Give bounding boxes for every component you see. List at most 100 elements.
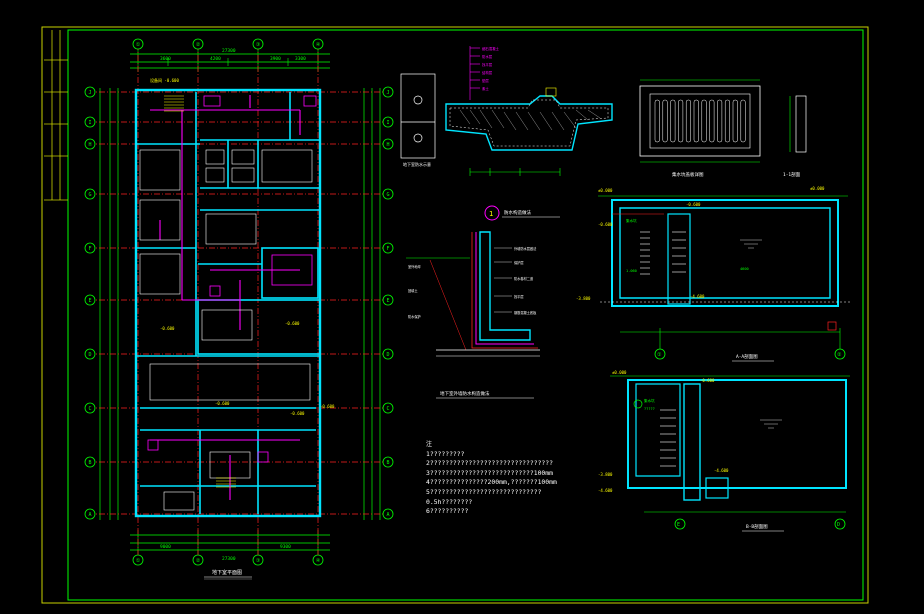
section-bottom: ±0.000-3.800 -4.600-4.600 -0.600 集水坑????… — [598, 370, 850, 532]
svg-text:4600: 4600 — [740, 267, 749, 271]
svg-text:钢筋混凝土底板: 钢筋混凝土底板 — [514, 310, 537, 315]
svg-text:-4.600: -4.600 — [714, 468, 729, 473]
svg-text:27300: 27300 — [222, 556, 236, 562]
binding-strip — [44, 30, 68, 201]
axis-left-b: B — [88, 460, 91, 466]
axis-bottom-4: ④ — [316, 558, 321, 564]
svg-text:-0.600: -0.600 — [700, 378, 715, 383]
svg-text:室外地坪: 室外地坪 — [408, 264, 422, 269]
svg-text:1.060: 1.060 — [626, 269, 637, 273]
section-top: ±0.000-0.600 -3.800-4.600 -0.600±0.000 集… — [576, 186, 850, 362]
grate-slot — [724, 99, 730, 143]
grate-slot — [670, 99, 676, 143]
axis-right-h: H — [386, 142, 389, 148]
grate-slot — [701, 99, 707, 143]
svg-text:-3.800: -3.800 — [576, 296, 591, 301]
svg-text:找平层: 找平层 — [514, 294, 524, 299]
grate-slot — [662, 99, 668, 143]
svg-text:①: ① — [657, 352, 662, 358]
svg-text:-0.600: -0.600 — [215, 401, 230, 406]
svg-text:±0.000: ±0.000 — [612, 370, 627, 375]
svg-text:集水坑: 集水坑 — [644, 398, 655, 403]
detail-1-title: 防水构造做法 — [504, 209, 531, 216]
grate-slot — [717, 99, 723, 143]
grate-slot — [693, 99, 699, 143]
svg-text:D: D — [837, 522, 840, 528]
svg-text:细石混凝土: 细石混凝土 — [482, 46, 500, 51]
axis-top-3: ③ — [256, 42, 261, 48]
note-line-2: 2???????????????????????????????? — [426, 459, 553, 468]
svg-text:-4.600: -4.600 — [690, 294, 705, 299]
axis-right-d: D — [386, 352, 389, 358]
svg-text:-0.600: -0.600 — [290, 411, 305, 416]
svg-text:地下室防水示意: 地下室防水示意 — [403, 161, 431, 167]
grate-slot — [709, 99, 715, 143]
svg-text:3900: 3900 — [270, 56, 281, 62]
grate-slot — [685, 99, 691, 143]
axis-top-1: ① — [136, 42, 141, 48]
axis-left-f: F — [88, 246, 91, 252]
svg-text:1-1剖面: 1-1剖面 — [783, 171, 801, 178]
axis-right-e: E — [386, 298, 389, 304]
axis-top-4: ④ — [316, 42, 321, 48]
plan-title: 地下室平面图 — [212, 569, 242, 576]
svg-text:?????: ????? — [644, 407, 655, 411]
svg-text:回填土: 回填土 — [408, 288, 418, 293]
svg-text:-0.600: -0.600 — [160, 326, 175, 331]
axis-left-g: G — [88, 192, 91, 198]
inner-frame — [67, 29, 864, 601]
grate-title: 集水坑盖板详图 — [672, 171, 704, 178]
note-line-1: 1????????? — [426, 449, 465, 458]
section-bottom-title: B-B剖面图 — [746, 523, 768, 530]
svg-text:±0.000: ±0.000 — [598, 188, 613, 193]
svg-text:-3.800: -3.800 — [598, 472, 613, 477]
axis-bottom-2: ② — [196, 558, 201, 564]
axis-right-j: J — [386, 90, 389, 96]
svg-text:集水坑: 集水坑 — [626, 218, 637, 223]
section-right-title: A-A剖面图 — [736, 353, 758, 360]
svg-text:保护层: 保护层 — [514, 260, 524, 265]
grate-detail: 集水坑盖板详图 1-1剖面 — [639, 79, 807, 178]
detail-1-number: 1 — [489, 210, 493, 218]
svg-text:3600: 3600 — [160, 56, 171, 62]
svg-text:-0.600: -0.600 — [686, 202, 701, 207]
svg-text:3300: 3300 — [295, 56, 306, 62]
axis-right-f: F — [386, 246, 389, 252]
svg-text:设备间 -0.600: 设备间 -0.600 — [150, 77, 179, 83]
svg-text:外墙防水层做法: 外墙防水层做法 — [514, 246, 536, 251]
svg-text:±0.000: ±0.000 — [810, 186, 825, 191]
svg-text:垫层: 垫层 — [482, 78, 489, 83]
svg-text:E: E — [677, 522, 680, 528]
axis-right-a: A — [386, 512, 389, 518]
axis-bottom-3: ③ — [256, 558, 261, 564]
axis-left-c: C — [88, 406, 91, 412]
axis-right-b: B — [386, 460, 389, 466]
axis-bottom-1: ① — [136, 558, 141, 564]
svg-text:9300: 9300 — [280, 544, 291, 550]
svg-text:防水卷材二道: 防水卷材二道 — [514, 276, 534, 281]
svg-text:防水保护: 防水保护 — [408, 314, 421, 319]
grate-slot — [654, 99, 660, 143]
svg-text:素土: 素土 — [482, 86, 489, 91]
axis-top-2: ② — [196, 42, 201, 48]
axis-left-h: H — [88, 142, 91, 148]
svg-text:结构层: 结构层 — [482, 70, 493, 75]
note-line-3: 3???????????????????????????100mm — [426, 468, 553, 477]
svg-text:9000: 9000 — [160, 544, 171, 550]
svg-text:找平层: 找平层 — [482, 62, 493, 67]
axis-left-i: I — [88, 120, 91, 126]
grate-slot — [678, 99, 684, 143]
svg-text:27300: 27300 — [222, 48, 236, 54]
grate-slot — [740, 99, 746, 143]
axis-right-c: C — [386, 406, 389, 412]
wall-detail-title: 地下室外墙防水构造做法 — [440, 390, 490, 397]
svg-text:②: ② — [837, 352, 842, 358]
note-line-6: 0.5h???????? — [426, 497, 473, 506]
outer-frame — [41, 26, 869, 604]
general-notes: 注 1????????? 2??????????????????????????… — [426, 440, 626, 517]
axis-left-d: D — [88, 352, 91, 358]
svg-text:-0.600: -0.600 — [285, 321, 300, 326]
